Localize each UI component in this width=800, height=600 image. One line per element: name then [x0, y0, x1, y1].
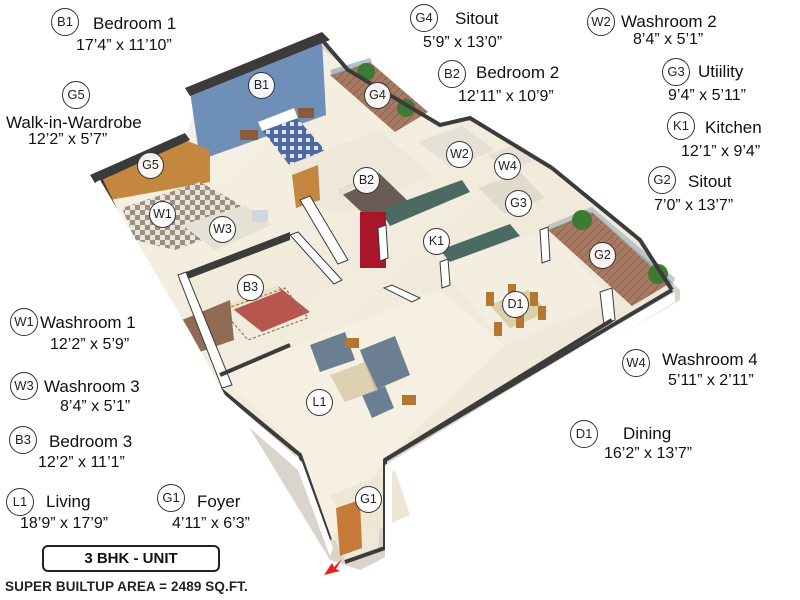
plan-tag-g2: G2 [589, 242, 616, 269]
plan-tag-b1: B1 [248, 72, 275, 99]
legend-room-name: Washroom 4 [662, 350, 758, 369]
plan-tag-g3: G3 [505, 190, 532, 217]
legend-room-size: 12’11” x 10’9” [458, 88, 554, 105]
legend-badge: K1 [667, 112, 695, 140]
dining-floor [440, 230, 612, 345]
legend-room-name: Bedroom 1 [93, 14, 177, 33]
bedroom-3-rug [220, 287, 309, 341]
legend-badge: G4 [410, 4, 438, 32]
legend-room-name: Dining [623, 424, 672, 443]
kitchen-counter-2 [440, 224, 520, 262]
washroom-3-vanity [252, 210, 268, 222]
legend-badge: G2 [648, 166, 676, 194]
legend-room-size: 5’11” x 2’11” [668, 372, 754, 389]
legend-badge: L1 [6, 488, 34, 516]
legend-room-name: Washroom 2 [621, 12, 717, 31]
legend-room-size: 12’2” x 5’9” [50, 336, 130, 353]
living-sofa-set [310, 332, 416, 418]
plan-tag-w2: W2 [446, 141, 473, 168]
legend-badge: G1 [157, 484, 185, 512]
plan-tag-l1: L1 [306, 389, 333, 416]
plan-tag-g5: G5 [137, 152, 164, 179]
legend-badge: W1 [10, 308, 38, 336]
plan-tag-w1: W1 [149, 201, 176, 228]
plan-tag-w3: W3 [209, 216, 236, 243]
bedroom-1-accent-wall [190, 40, 326, 160]
plan-tag-g4: G4 [364, 82, 391, 109]
legend-badge: G3 [662, 58, 690, 86]
legend-room-name: Foyer [197, 492, 241, 511]
legend-room-name: Bedroom 3 [49, 432, 133, 451]
legend-room-size: 5’9” x 13’0” [423, 34, 503, 51]
legend-room-name: Living [46, 492, 91, 511]
legend-badge: W4 [622, 349, 650, 377]
plan-tag-k1: K1 [423, 228, 450, 255]
legend-room-size: 12’2” x 11’1” [38, 454, 125, 471]
bedroom-2-wardrobe [292, 165, 320, 208]
plan-tag-w4: W4 [494, 153, 521, 180]
interior-walls [177, 195, 616, 389]
legend-room-name: Sitout [455, 9, 499, 28]
living-floor [220, 290, 505, 540]
legend-room-name: Sitout [688, 172, 732, 191]
plan-tag-b3: B3 [237, 274, 264, 301]
legend-room-size: 8’4” x 5’1” [60, 398, 131, 415]
sitout-4-rail [330, 58, 372, 75]
unit-type-label: 3 BHK - UNIT [42, 545, 220, 572]
legend-room-size: 12’1” x 9’4” [681, 143, 761, 160]
legend-badge: B3 [9, 426, 37, 454]
legend-room-size: 17’4” x 11’10” [76, 37, 172, 54]
legend-room-name: Bedroom 2 [476, 63, 560, 82]
legend-room-name: Walk-in-Wardrobe [6, 113, 142, 132]
legend-room-size: 18’9” x 17’9” [20, 515, 109, 532]
plan-tag-g1: G1 [355, 486, 382, 513]
bedroom-3-wall [178, 232, 290, 282]
bedroom-1-accent-wall-top [185, 32, 330, 96]
legend-badge: B2 [438, 60, 466, 88]
legend-room-size: 4’11” x 6’3” [172, 515, 250, 532]
legend-room-size: 7’0” x 13’7” [654, 197, 734, 214]
legend-badge: W3 [10, 372, 38, 400]
foyer-door [336, 500, 362, 556]
legend-badge: G5 [62, 81, 90, 109]
legend-room-size: 12’2” x 5’7” [28, 131, 108, 148]
legend-badge: W2 [587, 8, 615, 36]
legend-badge: D1 [570, 420, 598, 448]
sitout-2-plant [572, 210, 592, 230]
bedroom-1-bed [240, 107, 325, 166]
exterior-wall-faces [96, 180, 675, 560]
super-builtup-area: SUPER BUILTUP AREA = 2489 SQ.FT. [5, 579, 248, 594]
legend-room-size: 8’4” x 5’1” [633, 31, 704, 48]
legend-badge: B1 [51, 8, 79, 36]
legend-room-name: Utiility [698, 62, 744, 81]
plan-tag-d1: D1 [502, 291, 529, 318]
legend-room-size: 16’2” x 13’7” [604, 445, 693, 462]
entry-arrow-icon [324, 559, 342, 575]
plan-tag-b2: B2 [353, 167, 380, 194]
legend-room-name: Washroom 1 [40, 313, 136, 332]
legend-room-name: Washroom 3 [44, 377, 140, 396]
legend-room-size: 9’4” x 5’11” [668, 87, 746, 104]
kitchen-counter [380, 180, 470, 226]
floor-slab [100, 48, 672, 560]
legend-room-name: Kitchen [705, 118, 762, 137]
